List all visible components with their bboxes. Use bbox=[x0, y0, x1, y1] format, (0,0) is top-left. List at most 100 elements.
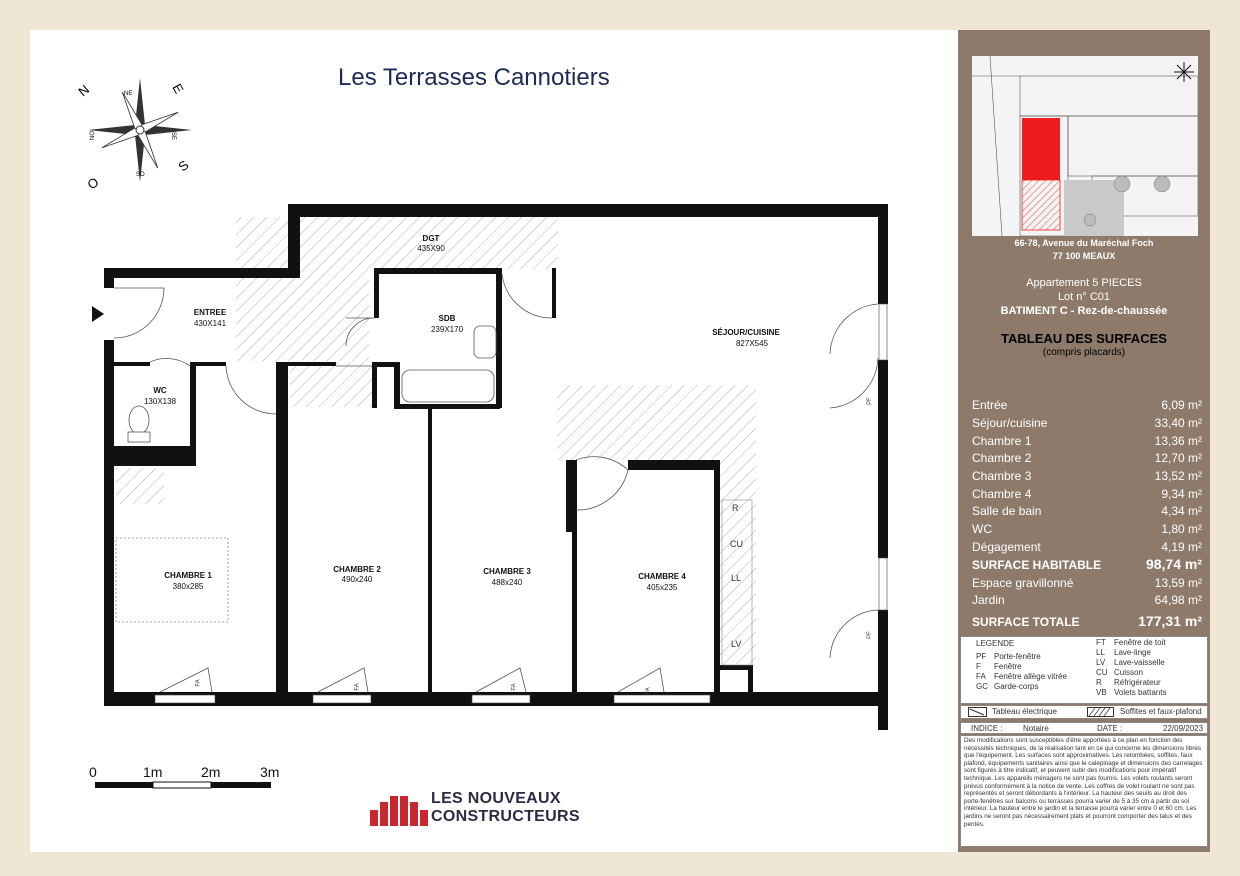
electric-panel-icon bbox=[968, 707, 987, 717]
room-dim-chambre1: 380x285 bbox=[172, 582, 204, 591]
toilet-tank-icon bbox=[127, 431, 151, 443]
surface-row: Dégagement 4,19 m² bbox=[972, 540, 1202, 557]
legend-code: R bbox=[1096, 678, 1102, 687]
room-name-dgt: DGT bbox=[422, 234, 440, 243]
room-name-entree: ENTREE bbox=[193, 308, 227, 317]
equipment-pf-bottom: PF bbox=[866, 631, 873, 639]
room-name-wc: WC bbox=[153, 386, 167, 395]
surface-label: Séjour/cuisine bbox=[972, 416, 1048, 430]
room-name-chambre2: CHAMBRE 2 bbox=[333, 565, 381, 574]
legend-code: LV bbox=[1096, 658, 1106, 667]
surface-value: 4,34 m² bbox=[1161, 504, 1202, 518]
surface-label: Jardin bbox=[972, 593, 1005, 607]
apartment-type: Appartement 5 PIECES bbox=[1026, 277, 1142, 289]
room-name-chambre3: CHAMBRE 3 bbox=[483, 567, 531, 576]
bed-outline-icon bbox=[115, 537, 229, 623]
legend-code: F bbox=[976, 662, 981, 671]
legend-code: CU bbox=[1096, 668, 1108, 677]
index-value: Notaire bbox=[1023, 724, 1049, 733]
soffit-zone-ch1 bbox=[116, 468, 164, 504]
equipment-fa-ch1: FA bbox=[195, 679, 202, 687]
legend-text: Lave-linge bbox=[1114, 648, 1151, 657]
legend-symbols-row bbox=[960, 705, 1208, 719]
compass-n: N bbox=[75, 82, 92, 100]
room-name-sdb: SDB bbox=[438, 314, 456, 323]
legend-text: Lave-vaisselle bbox=[1114, 658, 1165, 667]
equipment-r: R bbox=[732, 503, 739, 513]
surface-label: SURFACE TOTALE bbox=[972, 615, 1080, 629]
compass-se: SE bbox=[170, 132, 176, 140]
equipment-ll: LL bbox=[731, 573, 742, 583]
toilet-icon bbox=[128, 405, 150, 435]
legend-text: Cuisson bbox=[1114, 668, 1143, 677]
compass-ne: NE bbox=[124, 91, 132, 97]
surface-label: Dégagement bbox=[972, 540, 1041, 554]
legend-text: Garde-corps bbox=[994, 682, 1039, 691]
surface-value: 64,98 m² bbox=[1154, 593, 1202, 607]
surface-row-habitable: SURFACE HABITABLE 98,74 m² bbox=[972, 556, 1202, 575]
legend-text: Fenêtre allège vitrée bbox=[994, 672, 1067, 681]
door-swings bbox=[113, 273, 879, 693]
legend-electric: Tableau électrique bbox=[992, 707, 1057, 716]
entrance-arrow-icon bbox=[92, 306, 104, 322]
compass-s: S bbox=[175, 157, 192, 174]
address-line2: 77 100 MEAUX bbox=[1052, 251, 1116, 261]
soffit-hatch-icon bbox=[1087, 707, 1114, 717]
equipment-lv: LV bbox=[731, 639, 742, 649]
surface-value: 13,59 m² bbox=[1154, 576, 1202, 590]
surface-value: 12,70 m² bbox=[1154, 451, 1202, 465]
surfaces-table-title: TABLEAU DES SURFACES bbox=[1001, 331, 1167, 346]
equipment-cu: CU bbox=[730, 539, 743, 549]
room-dim-entree: 430X141 bbox=[193, 319, 227, 328]
soffit-zone-kitchen bbox=[557, 385, 756, 665]
surface-value: 98,74 m² bbox=[1145, 556, 1202, 572]
room-name-chambre1: CHAMBRE 1 bbox=[164, 571, 212, 580]
bathtub-icon bbox=[401, 369, 495, 403]
surface-label: WC bbox=[972, 522, 992, 536]
surface-label: Chambre 3 bbox=[972, 469, 1032, 483]
surface-label: Entrée bbox=[972, 398, 1008, 412]
windows bbox=[154, 303, 888, 704]
legend-code: FT bbox=[1096, 638, 1106, 647]
legend-code: FA bbox=[976, 672, 986, 681]
equipment-fa-ch3: FA bbox=[511, 683, 518, 691]
soffit-zone-dgt bbox=[236, 217, 558, 269]
logo-mark-icon bbox=[370, 796, 428, 826]
legend-text: Porte-fenêtre bbox=[994, 652, 1041, 661]
project-title: Les Terrasses Cannotiers bbox=[338, 64, 610, 91]
floor-plan: N E S O NE SE SO NO bbox=[75, 78, 888, 826]
equipment-fa-ch4: FA bbox=[645, 687, 652, 695]
kitchen-counter bbox=[721, 499, 753, 666]
room-name-sejour: SÉJOUR/CUISINE bbox=[712, 328, 780, 337]
scale-label-2m: 2m bbox=[201, 764, 221, 780]
legend-code: VB bbox=[1096, 688, 1107, 697]
equipment-fa-ch2: FA bbox=[354, 683, 361, 691]
lot-number: Lot n° C01 bbox=[1057, 291, 1111, 303]
legend-text: Fenêtre bbox=[994, 662, 1022, 671]
compass-rose-icon bbox=[88, 78, 192, 182]
site-minimap bbox=[972, 56, 1198, 236]
surface-row: Jardin 64,98 m² bbox=[972, 593, 1202, 610]
surface-value: 177,31 m² bbox=[1138, 613, 1202, 629]
surface-value: 4,19 m² bbox=[1161, 540, 1202, 554]
surface-label: SURFACE HABITABLE bbox=[972, 558, 1102, 572]
legend-text: Réfrigérateur bbox=[1114, 678, 1161, 687]
logo-line1: LES NOUVEAUX bbox=[431, 790, 561, 807]
surface-value: 33,40 m² bbox=[1154, 416, 1202, 430]
north-arrow-icon bbox=[1174, 62, 1194, 82]
room-name-chambre4: CHAMBRE 4 bbox=[638, 572, 686, 581]
surface-value: 6,09 m² bbox=[1161, 398, 1202, 412]
surface-row-total: SURFACE TOTALE 177,31 m² bbox=[972, 613, 1202, 632]
scale-label-0: 0 bbox=[89, 764, 97, 780]
index-label: INDICE : bbox=[971, 724, 1003, 733]
surface-label: Chambre 4 bbox=[972, 487, 1032, 501]
room-dim-wc: 130X138 bbox=[143, 397, 177, 406]
compass-no: NO bbox=[90, 131, 96, 140]
scale-label-3m: 3m bbox=[260, 764, 280, 780]
